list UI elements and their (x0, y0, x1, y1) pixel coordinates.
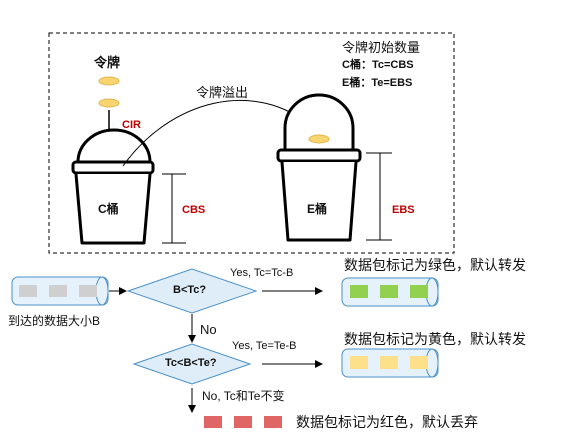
no-2-label: No, Tc和Te不变 (202, 389, 285, 403)
overflow-label: 令牌溢出 (196, 85, 249, 100)
ebs-label: EBS (392, 204, 415, 216)
packet-gray-1 (19, 285, 37, 297)
dashed-frame (48, 32, 455, 254)
packet-green-1 (350, 285, 368, 298)
arrive-label: 到达的数据大小B (8, 314, 101, 328)
packet-red-3 (264, 416, 282, 428)
cbs-label: CBS (182, 204, 206, 216)
packet-gray-3 (79, 285, 97, 297)
packet-green-3 (410, 285, 428, 298)
yellow-result-label: 数据包标记为黄色，默认转发 (344, 331, 526, 347)
e-init-label: E桶：Te=EBS (342, 77, 413, 89)
token-coin-1 (98, 76, 120, 86)
decision-2 (132, 343, 252, 385)
packet-red-2 (234, 416, 252, 428)
packet-yellow-3 (410, 356, 428, 369)
cir-label: CIR (122, 119, 141, 131)
ebs-bracket (366, 152, 392, 241)
decision-1 (126, 268, 258, 314)
yes-1-label: Yes, Tc=Tc-B (230, 267, 294, 279)
token-coin-3 (308, 134, 330, 144)
input-tube (11, 276, 109, 306)
green-result-label: 数据包标记为绿色，默认转发 (344, 257, 526, 273)
red-packets (204, 416, 282, 428)
packet-yellow-1 (350, 356, 368, 369)
packet-green-2 (380, 285, 398, 298)
cbs-bracket (162, 173, 186, 244)
yes-2-label: Yes, Te=Te-B (232, 340, 297, 352)
token-coin-2 (98, 98, 120, 108)
yellow-tube (341, 348, 439, 378)
init-title: 令牌初始数量 (342, 40, 421, 55)
c-init-label: C桶：Tc=CBS (342, 59, 414, 71)
condition-2-label: Tc<B<Te? (165, 357, 217, 369)
e-bucket (276, 93, 362, 242)
green-tube (341, 277, 439, 307)
packet-yellow-2 (380, 356, 398, 369)
c-bucket (71, 128, 155, 245)
no-1-label: No (200, 322, 217, 337)
c-bucket-label: C桶 (98, 202, 119, 216)
e-bucket-label: E桶 (307, 202, 328, 216)
condition-1-label: B<Tc? (173, 284, 207, 296)
red-result-label: 数据包标记为红色，默认丢弃 (296, 414, 478, 430)
token-label: 令牌 (94, 55, 121, 70)
packet-gray-2 (49, 285, 67, 297)
packet-red-1 (204, 416, 222, 428)
